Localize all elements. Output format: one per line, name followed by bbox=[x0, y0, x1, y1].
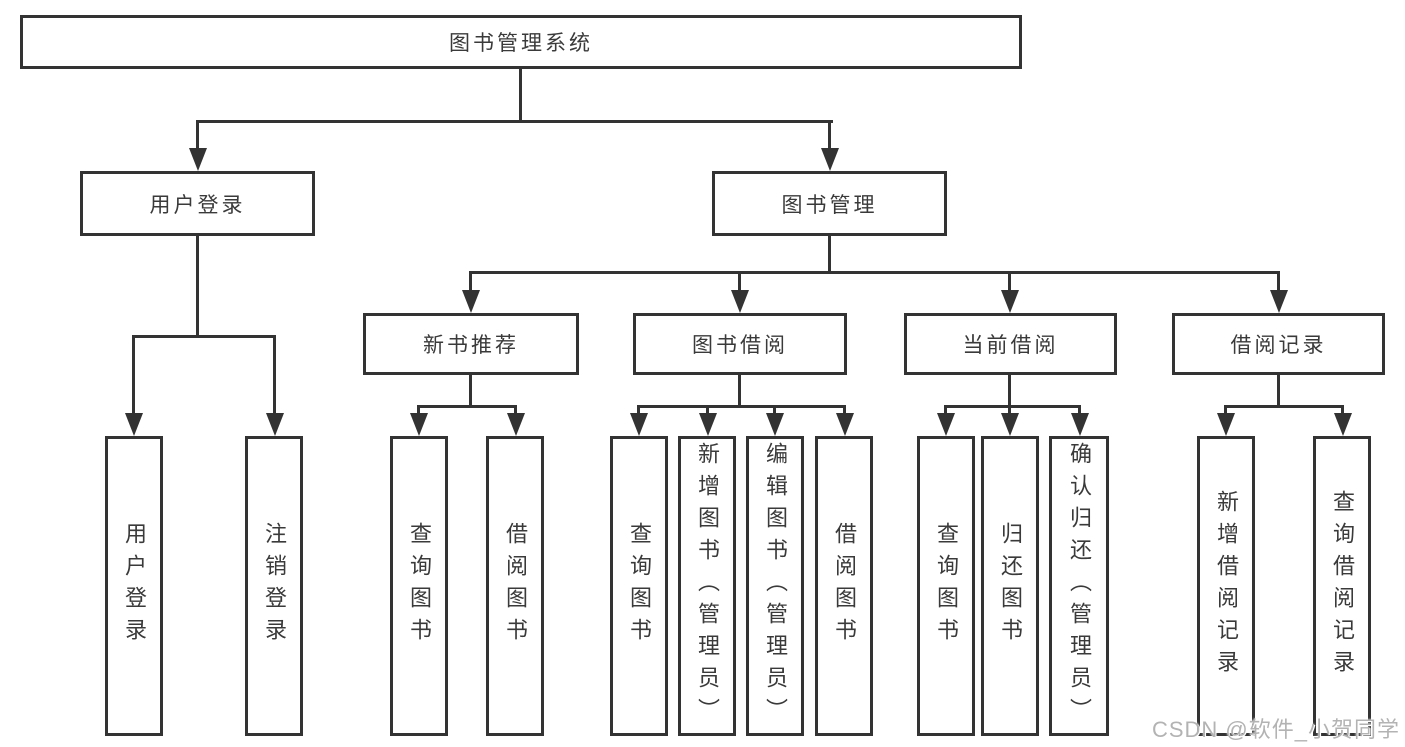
node-new-book-recommend: 新书推荐 bbox=[363, 313, 579, 375]
arrow-down-icon bbox=[1217, 413, 1235, 436]
leaf-query-borrow-record-label: 查询借阅记录 bbox=[1330, 490, 1355, 682]
arrow-down-icon bbox=[266, 413, 284, 436]
connector-line bbox=[1277, 271, 1280, 293]
leaf-borrow-books: 借阅图书 bbox=[815, 436, 873, 736]
connector-line bbox=[773, 405, 776, 415]
connector-line bbox=[1078, 405, 1081, 415]
connector-line bbox=[944, 405, 947, 415]
connector-line bbox=[514, 405, 517, 415]
connector-line bbox=[1008, 405, 1011, 415]
connector-line bbox=[706, 405, 709, 415]
connector-line bbox=[132, 335, 135, 415]
connector-line bbox=[196, 120, 833, 123]
leaf-borrow-query-books-label: 查询图书 bbox=[627, 522, 652, 650]
connector-line bbox=[637, 405, 640, 415]
connector-line bbox=[132, 335, 276, 338]
csdn-watermark: CSDN @软件_小贺同学 bbox=[1151, 717, 1400, 742]
leaf-return-books: 归还图书 bbox=[981, 436, 1039, 736]
arrow-down-icon bbox=[766, 413, 784, 436]
node-user-login: 用户登录 bbox=[80, 171, 315, 236]
node-root: 图书管理系统 bbox=[20, 15, 1022, 69]
arrow-down-icon bbox=[462, 290, 480, 313]
node-current-borrow: 当前借阅 bbox=[904, 313, 1117, 375]
connector-line bbox=[1008, 375, 1011, 408]
node-book-management: 图书管理 bbox=[712, 171, 947, 236]
arrow-down-icon bbox=[836, 413, 854, 436]
leaf-add-book-admin-label: 新增图书（管理员） bbox=[695, 442, 720, 730]
leaf-recommend-query-books: 查询图书 bbox=[390, 436, 448, 736]
node-root-label: 图书管理系统 bbox=[449, 32, 593, 55]
connector-line bbox=[828, 236, 831, 274]
connector-line bbox=[1008, 271, 1011, 293]
connector-line bbox=[196, 120, 199, 150]
leaf-borrow-books-label: 借阅图书 bbox=[832, 522, 857, 650]
leaf-return-books-label: 归还图书 bbox=[998, 522, 1023, 650]
connector-line bbox=[828, 120, 831, 150]
leaf-query-borrow-record: 查询借阅记录 bbox=[1313, 436, 1371, 736]
connector-line bbox=[519, 69, 522, 122]
arrow-down-icon bbox=[507, 413, 525, 436]
connector-line bbox=[273, 335, 276, 415]
arrow-down-icon bbox=[731, 290, 749, 313]
arrow-down-icon bbox=[821, 148, 839, 171]
connector-line bbox=[843, 405, 846, 415]
connector-line bbox=[944, 405, 1081, 408]
arrow-down-icon bbox=[1334, 413, 1352, 436]
node-book-borrow-label: 图书借阅 bbox=[692, 334, 788, 357]
leaf-logout: 注销登录 bbox=[245, 436, 303, 736]
leaf-recommend-borrow-books: 借阅图书 bbox=[486, 436, 544, 736]
node-user-login-label: 用户登录 bbox=[149, 193, 246, 217]
arrow-down-icon bbox=[125, 413, 143, 436]
leaf-add-borrow-record-label: 新增借阅记录 bbox=[1214, 490, 1239, 682]
arrow-down-icon bbox=[1001, 413, 1019, 436]
connector-line bbox=[469, 271, 1280, 274]
node-current-borrow-label: 当前借阅 bbox=[962, 334, 1059, 357]
leaf-current-query-books: 查询图书 bbox=[917, 436, 975, 736]
connector-line bbox=[469, 375, 472, 408]
connector-line bbox=[1277, 375, 1280, 408]
node-new-book-recommend-label: 新书推荐 bbox=[423, 334, 519, 357]
arrow-down-icon bbox=[1270, 290, 1288, 313]
node-borrow-records-label: 借阅记录 bbox=[1230, 334, 1327, 357]
leaf-edit-book-admin-label: 编辑图书（管理员） bbox=[763, 442, 788, 730]
leaf-add-book-admin: 新增图书（管理员） bbox=[678, 436, 736, 736]
arrow-down-icon bbox=[699, 413, 717, 436]
leaf-add-borrow-record: 新增借阅记录 bbox=[1197, 436, 1255, 736]
connector-line bbox=[417, 405, 420, 415]
leaf-edit-book-admin: 编辑图书（管理员） bbox=[746, 436, 804, 736]
connector-line bbox=[417, 405, 517, 408]
leaf-logout-label: 注销登录 bbox=[262, 522, 287, 650]
arrow-down-icon bbox=[189, 148, 207, 171]
node-book-management-label: 图书管理 bbox=[781, 193, 878, 217]
connector-line bbox=[469, 271, 472, 293]
leaf-recommend-query-books-label: 查询图书 bbox=[407, 522, 432, 650]
leaf-confirm-return-admin-label: 确认归还（管理员） bbox=[1067, 442, 1092, 730]
node-borrow-records: 借阅记录 bbox=[1172, 313, 1385, 375]
leaf-current-query-books-label: 查询图书 bbox=[934, 522, 959, 650]
leaf-user-login-label: 用户登录 bbox=[122, 522, 147, 650]
connector-line bbox=[1224, 405, 1227, 415]
node-book-borrow: 图书借阅 bbox=[633, 313, 847, 375]
leaf-recommend-borrow-books-label: 借阅图书 bbox=[503, 522, 528, 650]
leaf-user-login: 用户登录 bbox=[105, 436, 163, 736]
connector-line bbox=[1341, 405, 1344, 415]
connector-line bbox=[1224, 405, 1344, 408]
arrow-down-icon bbox=[937, 413, 955, 436]
arrow-down-icon bbox=[630, 413, 648, 436]
connector-line bbox=[738, 271, 741, 293]
connector-line bbox=[196, 236, 199, 338]
arrow-down-icon bbox=[1071, 413, 1089, 436]
leaf-confirm-return-admin: 确认归还（管理员） bbox=[1049, 436, 1109, 736]
connector-line bbox=[637, 405, 846, 408]
leaf-borrow-query-books: 查询图书 bbox=[610, 436, 668, 736]
arrow-down-icon bbox=[410, 413, 428, 436]
connector-line bbox=[738, 375, 741, 408]
arrow-down-icon bbox=[1001, 290, 1019, 313]
